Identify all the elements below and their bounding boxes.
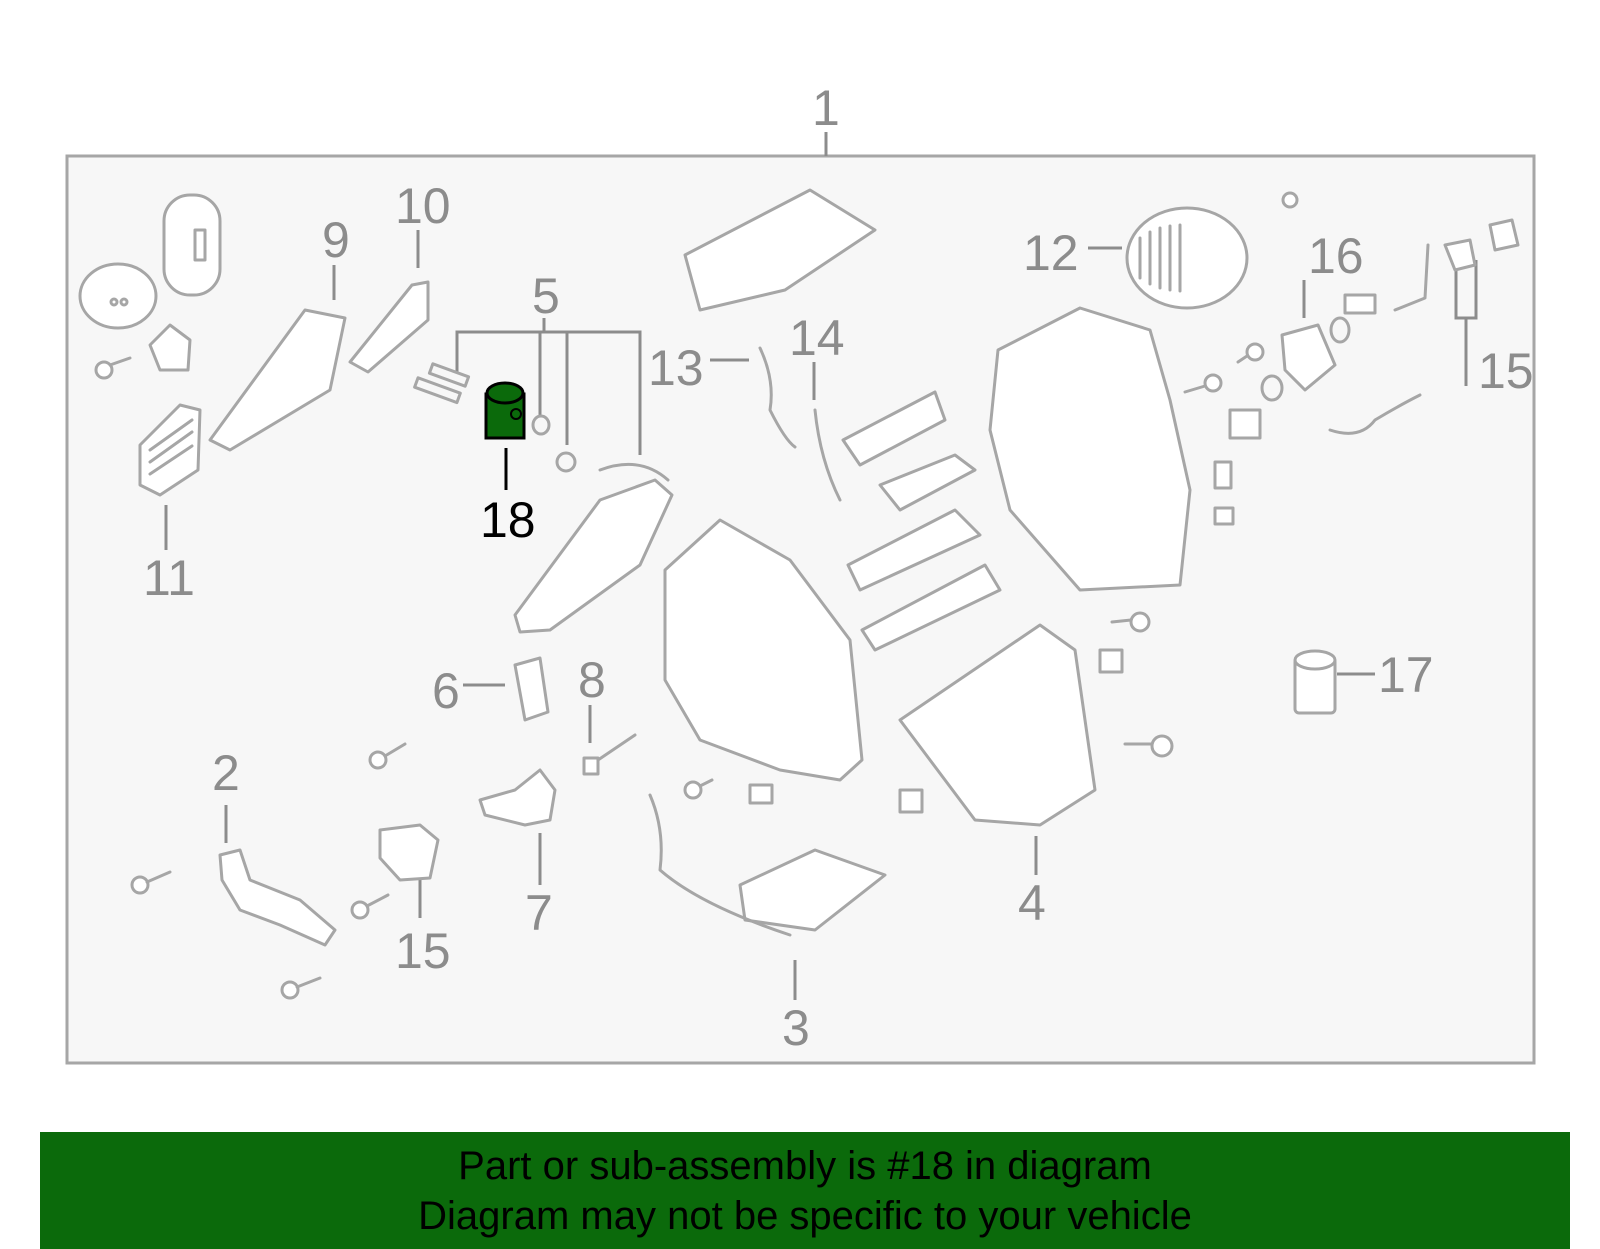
callout-5[interactable]: 5: [532, 268, 560, 324]
part-6-switch: [513, 656, 550, 722]
part-16-actuator: [1280, 316, 1351, 392]
part-18-expansion-valve[interactable]: [484, 381, 526, 440]
part-11-grille: [138, 403, 202, 497]
callout-6[interactable]: 6: [432, 663, 460, 719]
callout-13[interactable]: 13: [648, 340, 704, 396]
banner-line-2: Diagram may not be specific to your vehi…: [418, 1194, 1192, 1238]
part-12-blower-motor: [1125, 191, 1299, 310]
callout-7[interactable]: 7: [525, 885, 553, 941]
part-2-bracket: [218, 848, 337, 947]
callout-2[interactable]: 2: [212, 745, 240, 801]
callout-4[interactable]: 4: [1018, 875, 1046, 931]
part-evaporator: [513, 462, 674, 634]
part-15-right-clips: [1393, 218, 1520, 312]
callout-3[interactable]: 3: [782, 1000, 810, 1056]
part-15-left-bracket: [378, 823, 440, 882]
part-14-pipe: [813, 408, 842, 502]
leader-lines: [164, 230, 1478, 1000]
callout-17[interactable]: 17: [1378, 647, 1434, 703]
part-top-duct: [683, 188, 877, 312]
callout-9[interactable]: 9: [322, 212, 350, 268]
info-banner: Part or sub-assembly is #18 in diagram D…: [40, 1132, 1570, 1249]
part-filter-cap: [78, 193, 222, 330]
callout-10[interactable]: 10: [395, 178, 451, 234]
part-7-bracket: [478, 768, 557, 827]
callout-15-right[interactable]: 15: [1478, 343, 1534, 399]
part-8-sensor: [582, 733, 637, 776]
part-4-lower-case: [898, 623, 1097, 827]
callout-16[interactable]: 16: [1308, 228, 1364, 284]
callout-18[interactable]: 18: [480, 492, 536, 548]
part-13-pipe: [758, 346, 797, 449]
callout-12[interactable]: 12: [1023, 225, 1079, 281]
part-small-clips-left: [94, 323, 192, 380]
part-main-case-right: [988, 306, 1192, 592]
callout-1[interactable]: 1: [812, 80, 840, 136]
part-main-case-left: [663, 518, 864, 782]
part-10-bracket: [348, 280, 430, 374]
part-screws: [130, 342, 1265, 1000]
callout-15-left[interactable]: 15: [395, 923, 451, 979]
part-harness: [1228, 374, 1422, 440]
part-small-blocks: [748, 293, 1377, 814]
callout-11[interactable]: 11: [143, 550, 195, 606]
callout-8[interactable]: 8: [578, 652, 606, 708]
part-9-filter: [208, 308, 347, 452]
part-5-expansion-springs: [413, 362, 577, 473]
part-17-resistor: [1293, 649, 1337, 715]
banner-line-1: Part or sub-assembly is #18 in diagram: [458, 1144, 1152, 1188]
part-center-ducts: [841, 390, 1002, 652]
part-3-heater-core: [648, 793, 887, 937]
callout-14[interactable]: 14: [789, 310, 845, 366]
